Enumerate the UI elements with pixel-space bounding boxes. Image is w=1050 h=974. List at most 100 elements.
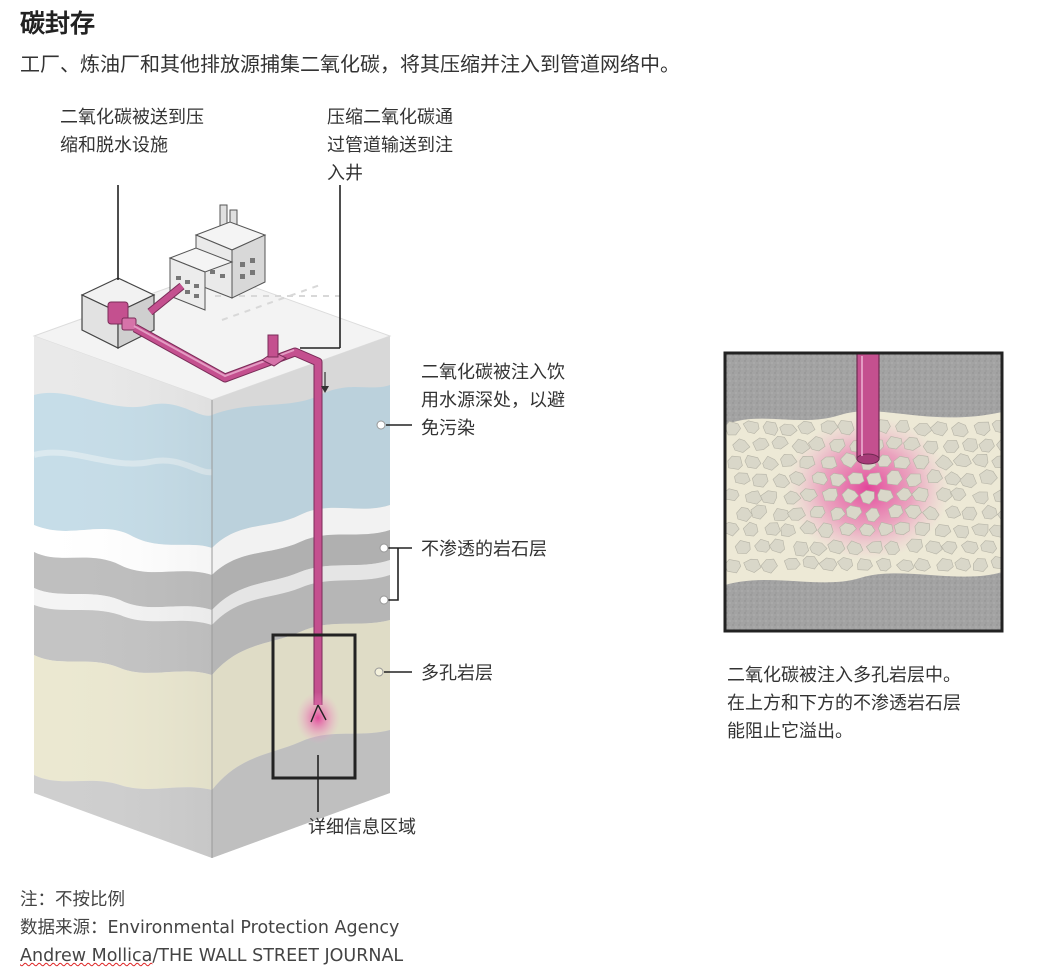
pebble (991, 420, 1002, 434)
pebble (783, 557, 801, 570)
pebble (762, 421, 779, 436)
credit-author: Andrew Mollica (20, 946, 153, 966)
co2-plume (296, 692, 340, 744)
pebble (959, 473, 977, 489)
pebble (895, 420, 910, 433)
factory-building (168, 204, 267, 311)
pebble (859, 490, 875, 505)
pebble (857, 558, 873, 571)
credit-publication: /THE WALL STREET JOURNAL (152, 946, 404, 966)
porous-rock-pebbles (725, 419, 1016, 574)
pebble (906, 538, 923, 553)
pebble (743, 558, 762, 573)
page-title: 碳封存 (20, 9, 96, 38)
pebble (837, 420, 855, 436)
pebble (754, 538, 771, 553)
pebble (760, 558, 778, 574)
pebble (913, 423, 933, 437)
pebble (885, 436, 903, 450)
label-compression-facility: 二氧化碳被送到压 缩和脱水设施 (60, 107, 204, 156)
pebble (895, 487, 913, 502)
pebble (742, 521, 759, 537)
pebble (820, 456, 838, 470)
co2-pipeline (132, 282, 329, 705)
inset-caption: 二氧化碳被注入多孔岩层中。 在上方和下方的不渗透岩石层 能阻止它溢出。 (727, 665, 961, 742)
pebble (971, 523, 989, 537)
pebble (1001, 474, 1002, 475)
detail-area-frame (271, 633, 357, 780)
pebble (799, 488, 818, 502)
pebble (744, 490, 763, 505)
inset-frame (723, 351, 1004, 633)
pebble (839, 522, 857, 536)
pebble (799, 455, 816, 470)
pebble (818, 557, 838, 572)
pebble (773, 508, 791, 521)
leader-lines (117, 185, 412, 812)
pebble (780, 523, 796, 537)
inset-detail (723, 351, 1016, 633)
pebble (884, 540, 900, 555)
pebble (954, 557, 972, 572)
pebble (840, 452, 858, 469)
pebble (926, 469, 943, 484)
pebble (875, 557, 892, 572)
pebble (925, 540, 943, 555)
pebble (944, 471, 962, 486)
pebble (913, 557, 931, 572)
pebble (972, 558, 989, 572)
pebble (820, 420, 839, 435)
page-subtitle: 工厂、炼油厂和其他排放源捕集二氧化碳，将其压缩并注入到管道网络中。 (20, 52, 680, 76)
pebble (821, 488, 839, 502)
pebble (930, 421, 948, 437)
footnote-scale: 注：不按比例 (20, 890, 125, 910)
footnote-credit: Andrew Mollica/THE WALL STREET JOURNAL (20, 942, 403, 970)
pebble (960, 540, 979, 555)
pebble (1002, 541, 1016, 554)
pebble (903, 436, 921, 451)
label-pipeline-transport: 压缩二氧化碳通 过管道输送到注 入井 (327, 107, 453, 184)
pebble (914, 521, 930, 537)
pebble (779, 423, 798, 437)
pebble (752, 437, 770, 451)
pebble (935, 487, 952, 503)
pebble (734, 472, 751, 485)
pebble (979, 469, 998, 485)
pebble (771, 435, 789, 450)
pebble (962, 438, 979, 453)
pebble (972, 491, 989, 505)
footnote-source: 数据来源：Environmental Protection Agency (20, 918, 400, 938)
pebble (950, 487, 967, 501)
road-marking (221, 284, 321, 321)
pebble (752, 473, 769, 488)
pebble (877, 488, 894, 503)
pebble (817, 522, 834, 539)
side-face-strata (212, 336, 390, 858)
pebble (807, 436, 826, 452)
pebble (841, 488, 859, 504)
pebble (789, 471, 807, 486)
pebble (762, 455, 779, 471)
pebble (787, 507, 806, 521)
pebble (896, 559, 915, 572)
pebble (845, 505, 863, 520)
pebble (972, 453, 989, 468)
pebble (727, 455, 743, 470)
pebble (744, 455, 762, 469)
pebble (734, 540, 751, 554)
pebble (911, 487, 929, 503)
pebble (829, 472, 847, 487)
leader-dots (374, 420, 389, 677)
pebble (905, 473, 922, 487)
pebble (829, 438, 846, 454)
pebble (952, 453, 972, 468)
pebble (742, 420, 760, 434)
pebble (953, 525, 970, 539)
label-detail-area: 详细信息区域 (308, 817, 416, 838)
pebble (934, 524, 952, 538)
pebble (993, 489, 1002, 503)
pebble (990, 556, 1002, 570)
pebble (809, 541, 828, 557)
pebble (847, 472, 865, 485)
pebble (793, 541, 810, 557)
